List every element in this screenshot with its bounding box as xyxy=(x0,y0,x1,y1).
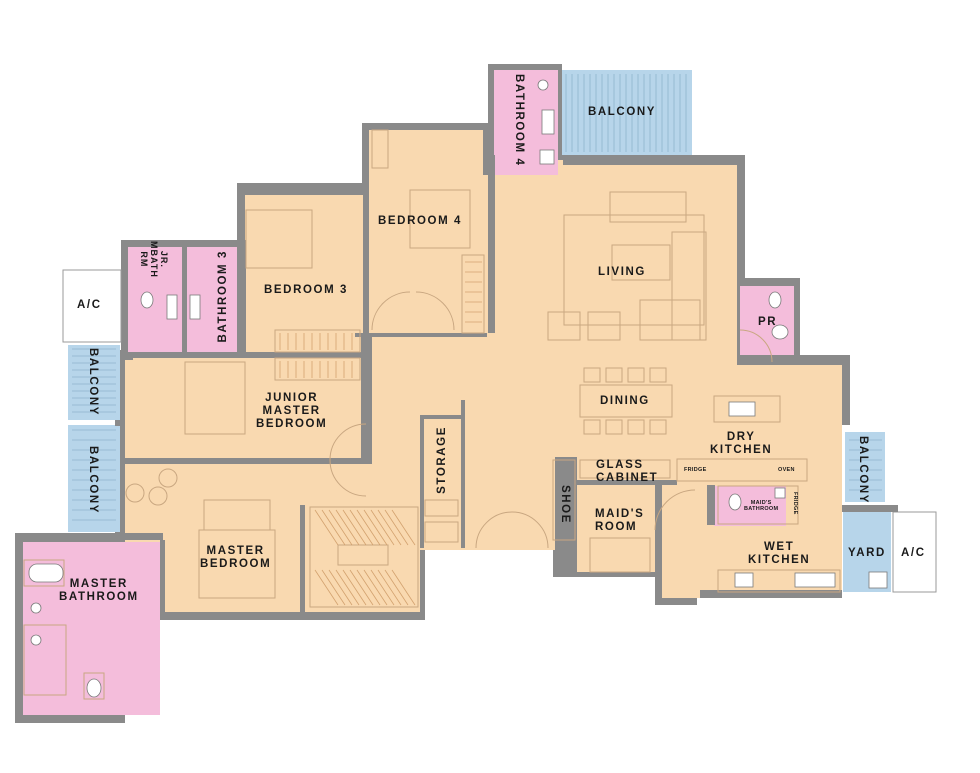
label-glass-cabinet: GLASS CABINET xyxy=(596,459,659,484)
bath-fixtures xyxy=(28,79,888,698)
label-bedroom3: BEDROOM 3 xyxy=(264,284,349,296)
label-pr: PR xyxy=(758,316,778,328)
label-ac-left: A/C xyxy=(77,299,102,311)
label-fridge1: FRIDGE xyxy=(684,467,707,473)
label-yard: YARD xyxy=(848,547,886,559)
wardrobe-slats xyxy=(279,261,482,606)
label-oven: OVEN xyxy=(778,467,795,473)
label-ac-right: A/C xyxy=(901,547,926,559)
label-dry-kitchen: DRY KITCHEN xyxy=(710,431,773,456)
balcony-railings xyxy=(72,74,882,521)
label-balcony-left1: BALCONY xyxy=(87,348,99,417)
label-balcony-right: BALCONY xyxy=(857,436,869,505)
label-maids-bathroom: MAID'S BATHROOM xyxy=(744,500,779,512)
label-storage: STORAGE xyxy=(436,426,448,494)
interior-walls xyxy=(115,123,898,612)
label-jr-mbath: JR. MBATH RM xyxy=(139,241,169,278)
label-balcony-top: BALCONY xyxy=(588,106,657,118)
label-balcony-left2: BALCONY xyxy=(87,446,99,515)
label-maids-room: MAID'S ROOM xyxy=(595,508,645,533)
master-bath-fill2 xyxy=(23,600,118,715)
label-wet-kitchen: WET KITCHEN xyxy=(748,541,811,566)
ac-ledges xyxy=(62,269,937,593)
label-bedroom4: BEDROOM 4 xyxy=(378,215,463,227)
label-master-bathroom: MASTER BATHROOM xyxy=(59,578,139,603)
balcony-left2-fill xyxy=(68,425,120,532)
furniture xyxy=(23,129,841,700)
label-fridge2: FRIDGE xyxy=(792,492,798,515)
label-bathroom3: BATHROOM 3 xyxy=(217,250,229,343)
label-bathroom4: BATHROOM 4 xyxy=(513,74,525,167)
label-shoe: SHOE xyxy=(559,485,571,524)
label-junior-master: JUNIOR MASTER BEDROOM xyxy=(256,392,328,430)
label-master-bedroom: MASTER BEDROOM xyxy=(200,545,272,570)
label-dining: DINING xyxy=(600,395,650,407)
room-fills xyxy=(23,70,891,715)
main-floor xyxy=(125,130,842,612)
label-living: LIVING xyxy=(598,266,646,278)
maid-bath-fill xyxy=(714,486,786,526)
balcony-left1-fill xyxy=(68,345,120,420)
